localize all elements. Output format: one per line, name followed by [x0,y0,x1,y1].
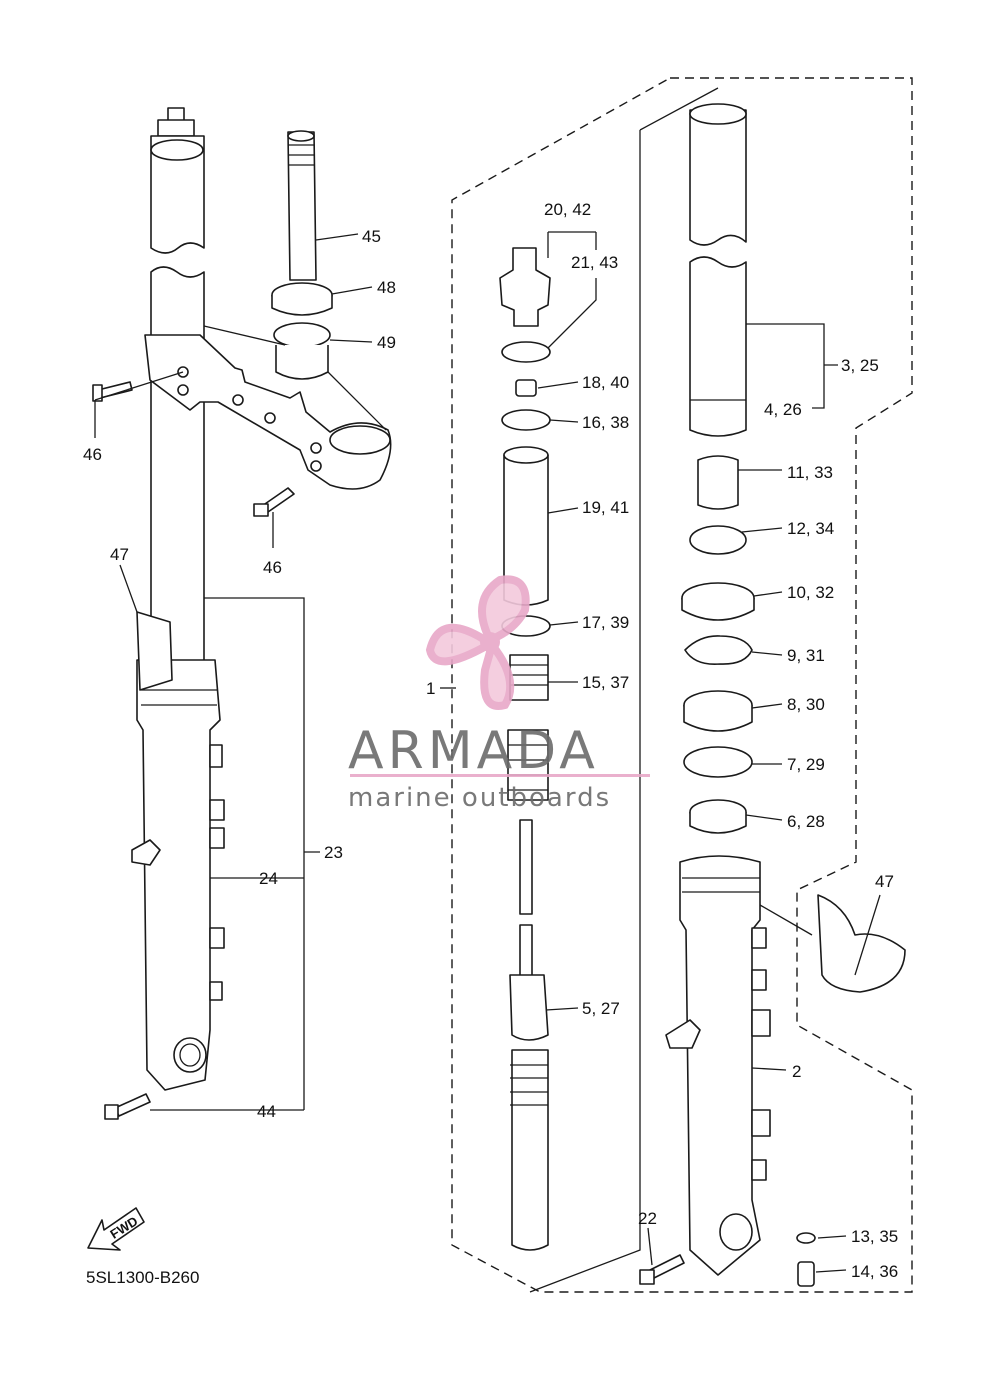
label-47-left: 47 [110,545,129,564]
label-14-36: 14, 36 [851,1262,898,1281]
watermark-logo-icon [425,575,530,710]
label-21-43: 21, 43 [571,253,618,272]
axle-pinch-bolt [114,1093,151,1117]
label-44: 44 [257,1102,276,1121]
label-5-27: 5, 27 [582,999,620,1018]
locknut [515,379,537,397]
label-15-37: 15, 37 [582,673,629,692]
label-48: 48 [377,278,396,297]
label-4-26: 4, 26 [764,400,802,419]
label-7-29: 7, 29 [787,755,825,774]
damper-cylinder [509,974,549,1251]
label-16-38: 16, 38 [582,413,629,432]
watermark-brand: ARMADA [348,721,599,781]
label-49: 49 [377,333,396,352]
outer-tube-left [136,659,221,1091]
fwd-arrow: FWD [87,1207,145,1251]
slide-bushing [697,455,739,510]
fork-guard-right [817,894,906,993]
label-19-41: 19, 41 [582,498,629,517]
label-6-28: 6, 28 [787,812,825,831]
label-11-33: 11, 33 [787,463,833,482]
damper-adjuster [499,247,551,327]
label-10-32: 10, 32 [787,583,834,602]
right-fork-assembly [639,103,906,1287]
label-17-39: 17, 39 [582,613,629,632]
label-1: 1 [426,679,435,698]
label-22: 22 [638,1209,657,1228]
label-2: 2 [792,1062,801,1081]
damper-rod [519,819,533,915]
circlip [684,635,753,666]
o-ring [501,341,551,363]
washer [501,409,551,431]
label-3-25: 3, 25 [841,356,879,375]
label-8-30: 8, 30 [787,695,825,714]
label-13-35: 13, 35 [851,1227,898,1246]
damper-components [499,247,551,1251]
label-20-42: 20, 42 [544,200,591,219]
label-23: 23 [324,843,343,862]
leader-lines [94,231,881,1273]
diagram-code: 5SL1300-B260 [86,1268,199,1287]
inner-tube-right-upper [689,109,747,246]
inner-tube-upper [150,135,205,254]
inner-outline [529,87,719,1293]
washer-13 [796,1232,816,1244]
watermark: ARMADA marine outboards [348,575,650,813]
cap-nut [157,119,195,137]
watermark-tagline: marine outboards [348,783,611,813]
callout-labels: 45 48 49 46 46 47 24 23 44 20, 42 21, 43… [83,200,898,1281]
assembly-boundary [451,77,913,1293]
label-47-right: 47 [875,872,894,891]
label-46-upper: 46 [83,445,102,464]
label-12-34: 12, 34 [787,519,834,538]
bolt-14 [797,1261,815,1287]
left-fork-assembly [92,107,392,1120]
seal-washer [683,746,753,778]
inner-tube-right-lower [689,256,747,437]
outer-tube-right [679,855,761,1276]
label-18-40: 18, 40 [582,373,629,392]
label-46-lower: 46 [263,558,282,577]
fork-guard-left [136,611,173,691]
bearing-race [273,322,331,348]
label-24: 24 [259,869,278,888]
label-45: 45 [362,227,381,246]
label-9-31: 9, 31 [787,646,825,665]
bolt-22 [649,1254,685,1279]
under-bracket [144,334,392,490]
bushing-ring [689,525,747,555]
steering-stem [287,131,317,281]
